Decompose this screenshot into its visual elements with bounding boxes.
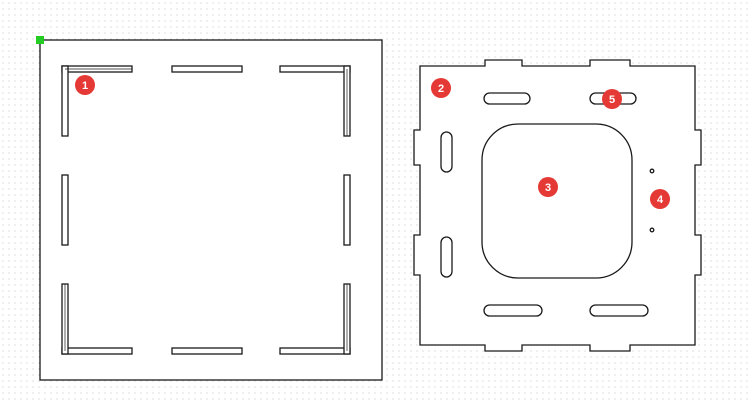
corner-bracket-bottom-left[interactable] [61,283,133,355]
slot-top-left[interactable] [483,92,531,105]
corner-bracket-top-right[interactable] [279,65,351,137]
hole-upper[interactable] [649,168,655,174]
slot-left-upper[interactable] [440,131,453,173]
marker-3-label: 3 [545,182,551,194]
slot-bottom-center[interactable] [171,347,243,355]
marker-4[interactable]: 4 [650,189,670,209]
corner-bracket-top-left[interactable] [61,65,133,137]
slot-left-center[interactable] [61,174,69,246]
marker-2-label: 2 [438,83,444,95]
slot-bottom-right[interactable] [589,304,649,317]
marker-1-label: 1 [82,80,88,92]
marker-5[interactable]: 5 [602,89,622,109]
slot-top-center[interactable] [171,65,243,73]
center-cutout[interactable] [481,123,633,279]
slot-right-center[interactable] [343,174,351,246]
left-panel[interactable] [39,39,383,381]
right-panel[interactable] [413,59,702,352]
slot-left-lower[interactable] [440,236,453,278]
origin-handle[interactable] [36,36,44,44]
marker-3[interactable]: 3 [538,177,558,197]
corner-bracket-bottom-right[interactable] [279,283,351,355]
left-panel-outline[interactable] [39,39,383,381]
marker-5-label: 5 [609,94,615,106]
marker-4-label: 4 [657,194,664,206]
hole-lower[interactable] [649,227,655,233]
slot-bottom-left[interactable] [483,304,543,317]
marker-1[interactable]: 1 [75,75,95,95]
marker-2[interactable]: 2 [431,78,451,98]
